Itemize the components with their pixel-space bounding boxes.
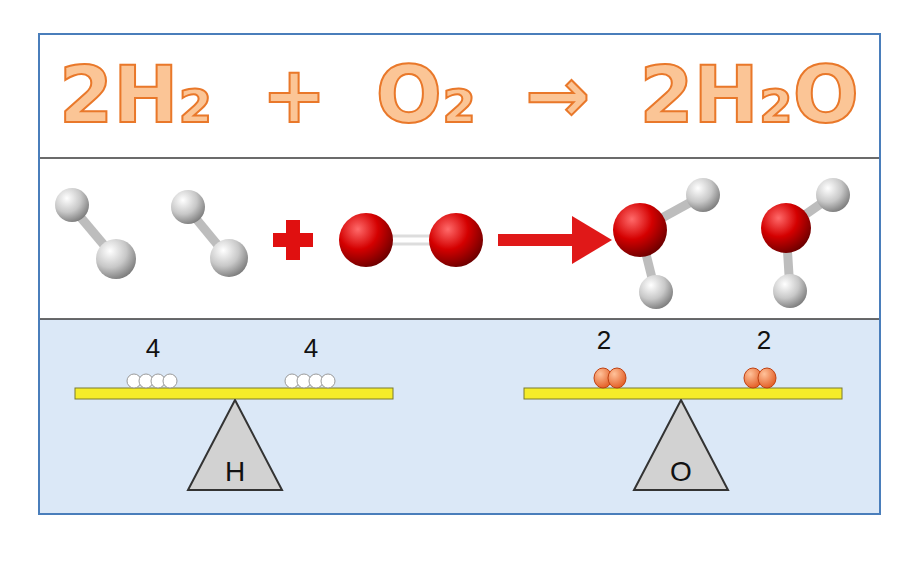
row-divider (40, 157, 879, 159)
hydrogen-molecule (171, 190, 248, 277)
frame (39, 34, 880, 514)
atom-count: 2 (597, 327, 611, 353)
plus-sign (273, 220, 313, 260)
balance-beam (524, 388, 842, 399)
balance-beam (75, 388, 393, 399)
oxygen-molecule (339, 213, 483, 267)
chemical-equation: 2H₂ + O₂ → 2H₂O (59, 57, 859, 135)
element-symbol: H (186, 458, 284, 486)
equation-row: 2H₂ + O₂ → 2H₂O (40, 35, 878, 157)
atom-count: 2 (757, 327, 771, 353)
atom-count: 4 (146, 335, 160, 361)
oxygen-atoms (594, 368, 776, 388)
reaction-arrow (498, 216, 612, 264)
element-symbol: O (632, 458, 730, 486)
fulcrum-triangle: O (632, 399, 730, 492)
hydrogen-molecule (55, 188, 136, 279)
hydrogen-atoms (127, 374, 335, 388)
water-molecule (613, 178, 720, 309)
atom-count: 4 (304, 335, 318, 361)
panel-ground (40, 319, 879, 513)
row-divider (40, 318, 879, 320)
fulcrum-triangle: H (186, 399, 284, 492)
water-molecule (761, 178, 850, 308)
